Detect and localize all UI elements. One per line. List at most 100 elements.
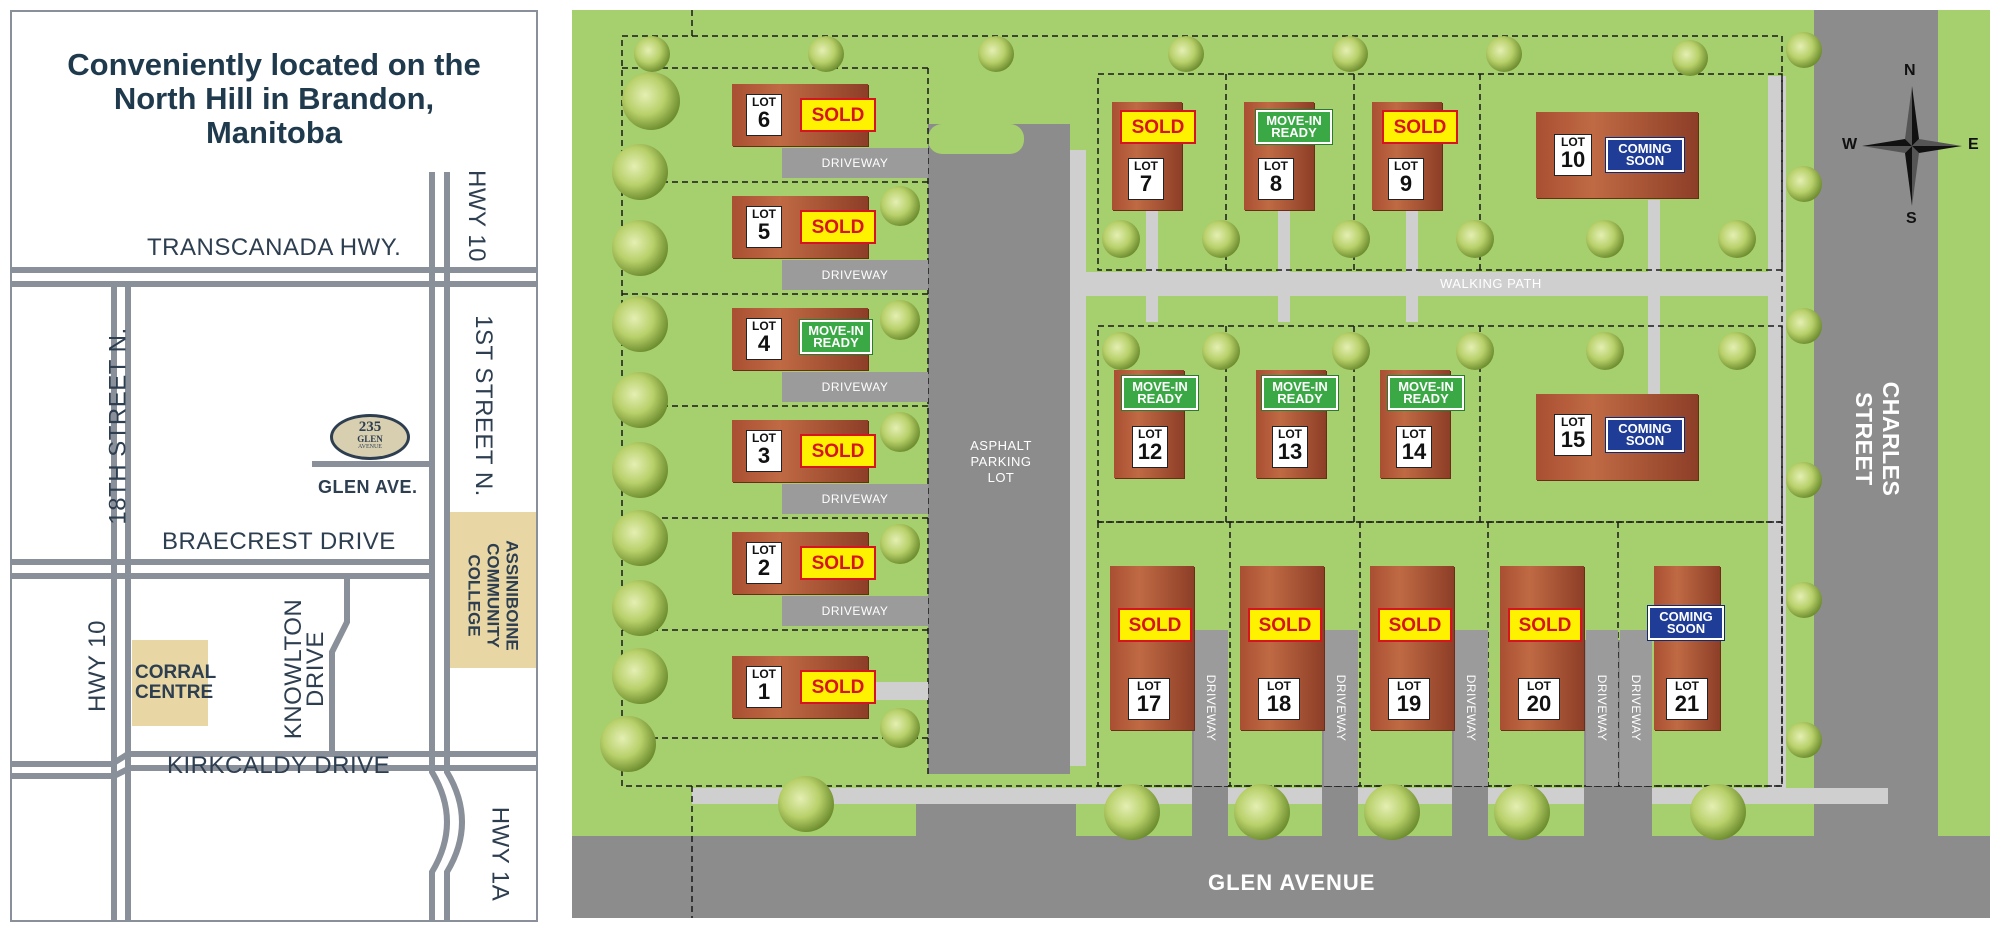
tree xyxy=(778,776,834,832)
charles-street-label: CHARLES STREET xyxy=(1851,381,1904,497)
parking-lot-label: ASPHALT PARKING LOT xyxy=(970,438,1032,485)
lot-20-status-badge: SOLD xyxy=(1508,608,1582,642)
site-plan: DRIVEWAY DRIVEWAY DRIVEWAY DRIVEWAY DRIV… xyxy=(572,10,1990,918)
lot-number: 17 xyxy=(1136,691,1162,716)
road-label-knowlton: KNOWLTON DRIVE xyxy=(280,598,329,740)
lot-word: LOT xyxy=(1402,427,1426,441)
lot-word: LOT xyxy=(752,319,776,333)
tree xyxy=(1786,166,1822,202)
tree xyxy=(1718,220,1756,258)
tree xyxy=(1672,40,1708,76)
compass-south: S xyxy=(1906,210,1917,227)
driveway-label: DRIVEWAY xyxy=(1334,674,1348,742)
tree xyxy=(1332,36,1368,72)
lot-word: LOT xyxy=(752,543,776,557)
compass-north: N xyxy=(1904,62,1916,79)
tree xyxy=(1586,332,1624,370)
lot-word: LOT xyxy=(1394,159,1418,173)
tree xyxy=(978,36,1014,72)
tree xyxy=(1456,332,1494,370)
tree xyxy=(1456,220,1494,258)
marker-sub: AVENUE xyxy=(358,444,382,450)
lot-number: 18 xyxy=(1266,691,1292,716)
lot-5-status-badge: SOLD xyxy=(800,210,876,244)
driveway-lot-17: DRIVEWAY xyxy=(1194,630,1228,786)
lot-14-status-badge: MOVE-IN READY xyxy=(1387,375,1465,411)
lot-word: LOT xyxy=(752,431,776,445)
lot-word: LOT xyxy=(1134,159,1158,173)
location-map: Conveniently located on the North Hill i… xyxy=(10,10,538,922)
tree xyxy=(612,510,668,566)
lot-number: 9 xyxy=(1399,171,1413,196)
tree xyxy=(612,648,668,704)
lot-number: 10 xyxy=(1560,147,1586,172)
lot-number: 13 xyxy=(1277,439,1303,464)
tree xyxy=(1332,220,1370,258)
driveway-label: DRIVEWAY xyxy=(1204,674,1218,742)
driveway-lot-19: DRIVEWAY xyxy=(1454,630,1488,786)
tree xyxy=(612,296,668,352)
tree xyxy=(808,36,844,72)
walking-path-label: WALKING PATH xyxy=(1440,276,1542,291)
driveway-label: DRIVEWAY xyxy=(1629,674,1643,742)
lot-number: 5 xyxy=(757,219,771,244)
driveway-lot-20: DRIVEWAY xyxy=(1586,630,1618,786)
tree xyxy=(1690,784,1746,840)
lot-number: 8 xyxy=(1269,171,1283,196)
lot-7-status-badge: SOLD xyxy=(1120,110,1196,144)
lot-17-status-badge: SOLD xyxy=(1118,608,1192,642)
tree xyxy=(880,708,920,748)
driveway-lot-3: DRIVEWAY xyxy=(782,484,928,514)
tree xyxy=(612,372,668,428)
marker-number: 235 xyxy=(358,419,382,435)
lot-word: LOT xyxy=(1264,159,1288,173)
location-tagline: Conveniently located on the North Hill i… xyxy=(67,47,481,150)
tree xyxy=(1332,332,1370,370)
compass-east: E xyxy=(1968,136,1979,153)
corral-centre-landmark: CORRAL CENTRE xyxy=(132,640,216,726)
lot-3-status-badge: SOLD xyxy=(800,434,876,468)
lot-10-status-badge: COMING SOON xyxy=(1605,137,1685,173)
tree xyxy=(1486,36,1522,72)
compass-west: W xyxy=(1842,136,1858,153)
tree xyxy=(622,72,680,130)
tree xyxy=(634,36,670,72)
lot-12-status-badge: MOVE-IN READY xyxy=(1121,375,1199,411)
lot-word: LOT xyxy=(1675,679,1699,693)
lot-word: LOT xyxy=(752,95,776,109)
tree xyxy=(1102,332,1140,370)
tree xyxy=(1104,784,1160,840)
lot-13-status-badge: MOVE-IN READY xyxy=(1261,375,1339,411)
lot-number: 14 xyxy=(1401,439,1427,464)
lot-19-status-badge: SOLD xyxy=(1378,608,1452,642)
lot-1-status-badge: SOLD xyxy=(800,670,876,704)
tree xyxy=(612,220,668,276)
marker-name: GLEN xyxy=(357,434,383,444)
road-label-glen-ave: GLEN AVE. xyxy=(318,477,418,497)
driveway-label: DRIVEWAY xyxy=(821,492,889,506)
lot-word: LOT xyxy=(1397,679,1421,693)
lot-word: LOT xyxy=(752,207,776,221)
lot-number: 19 xyxy=(1396,691,1422,716)
lot-21-status-badge: COMING SOON xyxy=(1647,605,1725,641)
driveway-lot-1 xyxy=(872,682,928,700)
driveway-lot-6: DRIVEWAY xyxy=(782,148,928,178)
lot-8-status-badge: MOVE-IN READY xyxy=(1255,109,1333,145)
glen-avenue-label: GLEN AVENUE xyxy=(1208,870,1376,895)
lot-word: LOT xyxy=(1527,679,1551,693)
tree xyxy=(1786,308,1822,344)
compass-rose: N S E W xyxy=(1842,62,1982,227)
lot-word: LOT xyxy=(1137,679,1161,693)
driveway-lot-2: DRIVEWAY xyxy=(782,596,928,626)
